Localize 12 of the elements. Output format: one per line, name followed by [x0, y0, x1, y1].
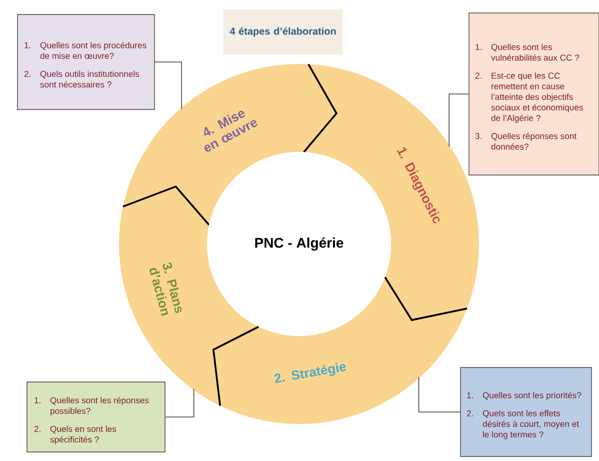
- leader-line: [164, 388, 194, 418]
- question-box: 1. Quelles sont les vulnérabilités aux CC ? 2. Est-ce que les CC remettent en cause l’atteinte des objectifs sociaux et économiques de l’Algérie ? 3. Quelles réponses sont données?: [468, 12, 599, 176]
- node-label: 3. Plans d’action: [150, 262, 182, 316]
- node-label: 2. Stratégie: [274, 362, 346, 384]
- leader-line: [154, 62, 182, 110]
- title-box: 4 étapes d’élaboration: [224, 10, 342, 54]
- ring-segment: 2. Stratégie: [213, 276, 468, 424]
- leader-line: [418, 376, 461, 412]
- leader-line: [448, 94, 470, 147]
- question-box: 1. Quelles sont les réponses possibles? 2. Quels en sont les spécificités ?: [26, 382, 166, 452]
- question-box: 1. Quelles sont les priorités? 2. Quels sont les effets désirés à court, moyen et le long termes ?: [460, 367, 592, 457]
- question-box: 1. Quelles sont les procédures de mise en œuvre? 2. Quels outils institutionnels sont nécessaires ?: [17, 14, 155, 110]
